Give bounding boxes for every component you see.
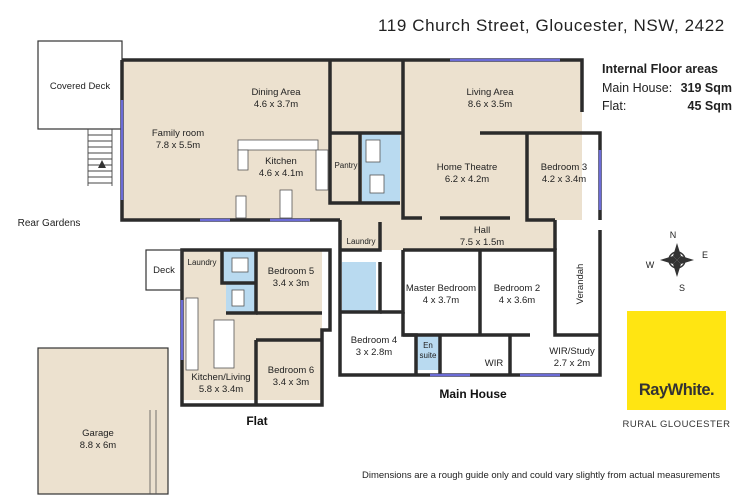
floor-area-label: Main House: — [602, 81, 673, 95]
bedroom-5-dims: 3.4 x 3m — [273, 278, 310, 289]
hall-dims: 7.5 x 1.5m — [460, 237, 504, 248]
room-labels: Covered Deck Dining Area 4.6 x 3.7m Livi… — [50, 81, 595, 451]
pantry-label: Pantry — [334, 161, 357, 170]
kitchen-dims: 4.6 x 4.1m — [259, 168, 303, 179]
windows — [120, 58, 602, 377]
master-bedroom-label: Master Bedroom — [406, 283, 476, 294]
bedroom-2-label: Bedroom 2 — [494, 283, 540, 294]
bedroom-2-dims: 4 x 3.6m — [499, 295, 536, 306]
laundry-flat-label: Laundry — [188, 258, 217, 267]
home-theatre-label: Home Theatre — [437, 162, 498, 173]
covered-deck — [37, 40, 123, 186]
flat-label: Flat — [246, 414, 267, 428]
agency-name: RURAL GLOUCESTER — [622, 419, 731, 430]
floor-area-label: Flat: — [602, 99, 627, 113]
disclaimer-text: Dimensions are a rough guide only and co… — [362, 470, 721, 481]
main-house-walls — [120, 58, 602, 377]
verandah-label: Verandah — [575, 264, 586, 305]
floor-area-row-flat: Flat: 45 Sqm — [602, 99, 732, 113]
ensuite-label-line2: suite — [420, 351, 437, 360]
garage — [37, 347, 169, 495]
flat-walls — [145, 248, 332, 407]
bedroom-3-label: Bedroom 3 — [541, 162, 587, 173]
main-house-label: Main House — [439, 387, 507, 401]
dining-area-dims: 4.6 x 3.7m — [254, 99, 298, 110]
compass-south: S — [679, 283, 685, 293]
floor-fills — [122, 60, 582, 400]
family-room-label: Family room — [152, 128, 204, 139]
compass-icon: N S E W — [646, 230, 708, 293]
wir-study-dims: 2.7 x 2m — [554, 358, 591, 369]
living-area-label: Living Area — [466, 87, 514, 98]
bedroom-6-label: Bedroom 6 — [268, 365, 314, 376]
compass-west: W — [646, 260, 655, 270]
rear-gardens-label: Rear Gardens — [18, 218, 81, 229]
laundry-main-label: Laundry — [347, 237, 376, 246]
bedroom-4-dims: 3 x 2.8m — [356, 347, 393, 358]
property-address: 119 Church Street, Gloucester, NSW, 2422 — [378, 16, 725, 35]
family-room-dims: 7.8 x 5.5m — [156, 140, 200, 151]
floor-area-value: 319 Sqm — [680, 81, 732, 95]
bedroom-6-dims: 3.4 x 3m — [273, 377, 310, 388]
floor-area-row-main: Main House: 319 Sqm — [602, 81, 732, 95]
floor-area-value: 45 Sqm — [687, 99, 732, 113]
master-bedroom-dims: 4 x 3.7m — [423, 295, 460, 306]
wir-label: WIR — [485, 358, 504, 369]
raywhite-logo-text: RayWhite. — [638, 381, 715, 399]
kitchen-living-label: Kitchen/Living — [191, 372, 250, 383]
bedroom-3-dims: 4.2 x 3.4m — [542, 174, 586, 185]
kitchen-living-dims: 5.8 x 3.4m — [199, 384, 243, 395]
floor-areas-title: Internal Floor areas — [602, 62, 719, 76]
home-theatre-dims: 6.2 x 4.2m — [445, 174, 489, 185]
stair-arrow-icon — [98, 160, 106, 168]
compass-east: E — [702, 250, 708, 260]
garage-label: Garage — [82, 428, 114, 439]
floor-areas-panel: Internal Floor areas Main House: 319 Sqm… — [602, 62, 732, 117]
garage-dims: 8.8 x 6m — [80, 440, 117, 451]
kitchen-label: Kitchen — [265, 156, 297, 167]
kitchen-fixtures — [185, 139, 385, 371]
dining-area-label: Dining Area — [251, 87, 301, 98]
compass-north: N — [670, 230, 677, 240]
hall-label: Hall — [474, 225, 490, 236]
deck-label: Deck — [153, 265, 175, 276]
raywhite-logo: RayWhite. — [627, 311, 726, 410]
wir-study-label: WIR/Study — [549, 346, 595, 357]
ensuite-label: En — [423, 341, 433, 350]
bedroom-5-label: Bedroom 5 — [268, 266, 314, 277]
bedroom-4-label: Bedroom 4 — [351, 335, 397, 346]
living-area-dims: 8.6 x 3.5m — [468, 99, 512, 110]
covered-deck-label: Covered Deck — [50, 81, 110, 92]
